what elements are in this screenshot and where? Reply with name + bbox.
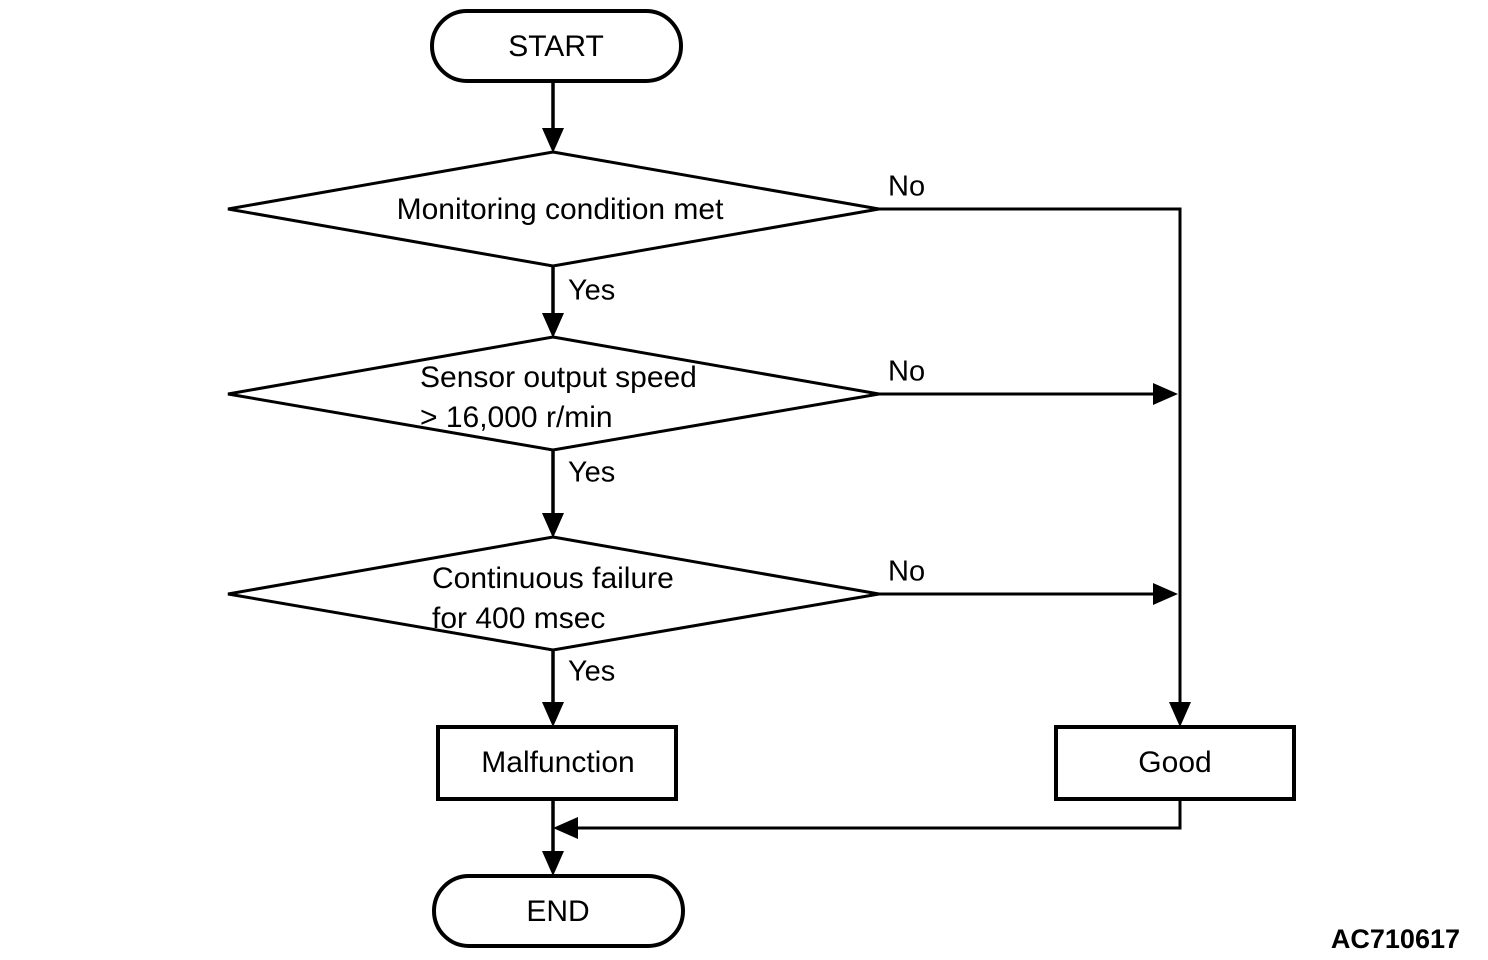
edge-label-decision2-no: No (888, 356, 925, 388)
node-decision2-label-line2: > 16,000 r/min (420, 401, 613, 434)
node-decision3-label-line1: Continuous failure (432, 562, 674, 595)
node-start-label: START (508, 30, 604, 63)
edge-malfunction-to-end (542, 799, 564, 876)
node-good[interactable]: Good (1054, 725, 1296, 801)
node-decision3-label-line2: for 400 msec (432, 602, 605, 635)
node-malfunction-label: Malfunction (481, 746, 634, 779)
node-start[interactable]: START (430, 9, 683, 83)
edge-decision2-yes: Yes (542, 450, 615, 538)
node-malfunction[interactable]: Malfunction (436, 725, 678, 801)
edge-decision1-yes: Yes (542, 266, 615, 338)
edge-decision3-yes: Yes (542, 650, 615, 727)
node-decision2-label-line1: Sensor output speed (420, 361, 697, 394)
node-end[interactable]: END (432, 874, 685, 948)
edge-decision1-no: No (879, 171, 1191, 727)
edge-label-decision1-no: No (888, 171, 925, 203)
edge-start-to-decision1 (542, 81, 564, 153)
edge-decision3-no: No (879, 556, 1178, 605)
edge-label-decision1-yes: Yes (568, 275, 615, 307)
edge-good-to-end (553, 799, 1182, 839)
edge-label-decision3-no: No (888, 556, 925, 588)
figure-code-watermark: AC710617 (1331, 924, 1460, 954)
node-decision-sensor-output-speed[interactable]: Sensor output speed > 16,000 r/min (227, 335, 880, 452)
node-decision-continuous-failure[interactable]: Continuous failure for 400 msec (227, 535, 880, 652)
node-decision1-label: Monitoring condition met (397, 193, 725, 226)
edge-label-decision2-yes: Yes (568, 457, 615, 489)
edge-decision2-no: No (879, 356, 1178, 405)
edge-label-decision3-yes: Yes (568, 656, 615, 688)
node-good-label: Good (1138, 746, 1211, 779)
node-decision-monitoring-condition[interactable]: Monitoring condition met (227, 150, 880, 268)
node-end-label: END (526, 895, 589, 928)
